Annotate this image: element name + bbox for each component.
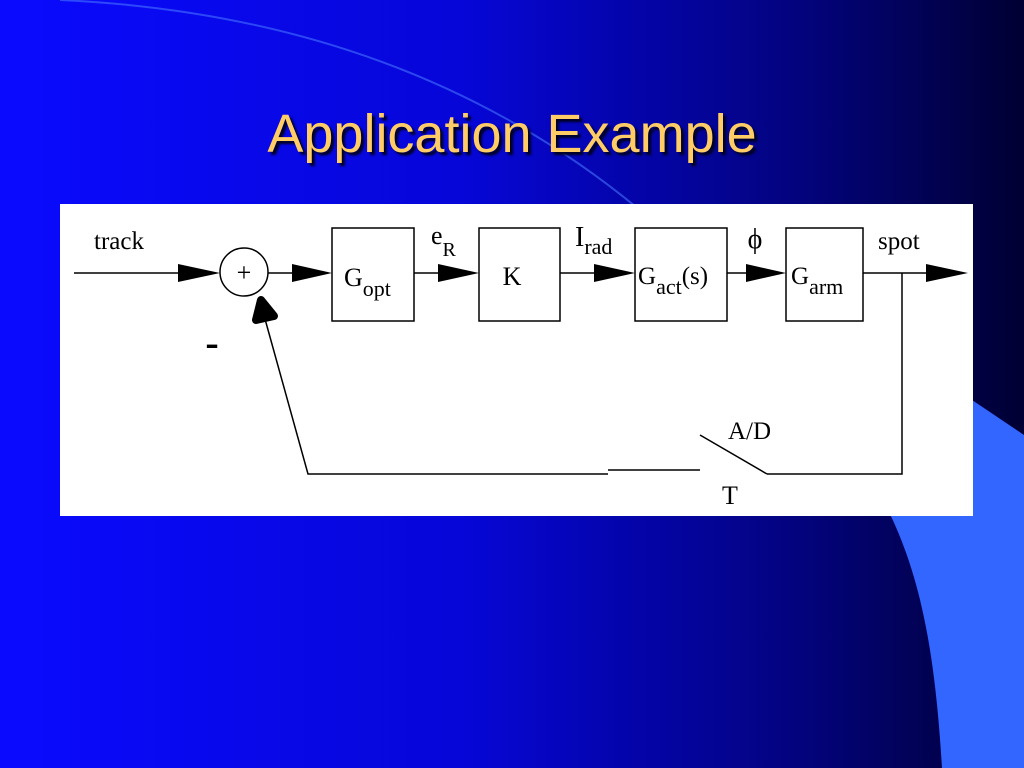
feedback-return-line bbox=[264, 318, 608, 475]
output-signal-label: spot bbox=[878, 228, 920, 255]
block-gact-suffix: (s) bbox=[682, 263, 708, 290]
block-gopt bbox=[331, 227, 415, 322]
angle-signal-label: ϕ bbox=[748, 224, 763, 255]
block-k-label: K bbox=[503, 262, 522, 291]
block-gact bbox=[634, 227, 728, 322]
gopt-to-k-arrow bbox=[438, 264, 479, 282]
k-to-gact-arrow bbox=[594, 264, 635, 282]
summing-junction bbox=[219, 247, 269, 297]
feedback-minus-sign: - bbox=[205, 320, 218, 365]
block-diagram-panel: + Gopt eR K Irad Gact(s) ϕ Garm bbox=[60, 204, 973, 516]
feedback-arrow bbox=[252, 296, 278, 324]
gact-to-garm-arrow bbox=[746, 264, 786, 282]
current-signal-sub: rad bbox=[584, 234, 612, 259]
block-gopt-label: Gopt bbox=[344, 263, 391, 301]
input-arrow bbox=[178, 264, 220, 282]
sampler-period-label: T bbox=[722, 481, 738, 510]
error-signal-sub: R bbox=[443, 239, 457, 261]
summer-to-gopt-arrow bbox=[292, 264, 332, 282]
current-signal-base: I bbox=[575, 222, 584, 253]
control-loop-diagram: + Gopt eR K Irad Gact(s) ϕ Garm bbox=[74, 221, 968, 510]
feedback-path-line bbox=[767, 273, 903, 475]
slide-title: Application Example bbox=[267, 104, 757, 164]
sampler-label: A/D bbox=[728, 418, 771, 445]
decorative-blue-shape bbox=[888, 400, 1024, 768]
summer-plus-sign: + bbox=[237, 258, 252, 287]
block-gact-sub: act bbox=[656, 274, 682, 299]
block-garm-base: G bbox=[791, 263, 809, 290]
current-signal-label: Irad bbox=[575, 222, 612, 259]
block-gact-label: Gact(s) bbox=[638, 263, 708, 299]
block-garm-sub: arm bbox=[809, 274, 843, 299]
block-gopt-sub: opt bbox=[363, 276, 391, 301]
sampler-switch bbox=[699, 434, 768, 475]
block-garm bbox=[785, 227, 864, 322]
output-arrow bbox=[926, 264, 968, 282]
block-gopt-base: G bbox=[344, 263, 363, 292]
error-signal-base: e bbox=[431, 221, 443, 250]
input-signal-label: track bbox=[94, 228, 144, 255]
block-k bbox=[478, 227, 561, 322]
block-gact-base: G bbox=[638, 263, 656, 290]
block-garm-label: Garm bbox=[791, 263, 843, 299]
error-signal-label: eR bbox=[431, 221, 457, 261]
